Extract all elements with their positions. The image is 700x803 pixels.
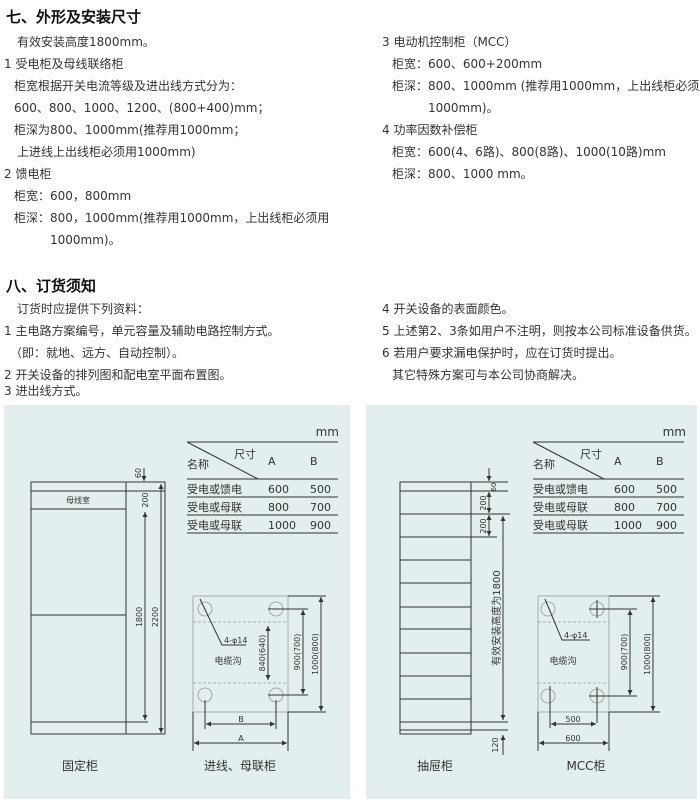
- section-7-title: 七、外形及安装尺寸: [6, 8, 142, 26]
- text-line: 3 电动机控制柜（MCC）: [382, 35, 517, 49]
- dim-label: 840(640): [258, 635, 267, 672]
- header-a: A: [614, 455, 622, 468]
- section-8-title: 八、订货须知: [6, 277, 97, 295]
- dim-label: 900(700): [620, 634, 629, 671]
- unit-label: mm: [663, 425, 686, 439]
- table-cell: 受电或馈电: [187, 483, 242, 496]
- dimension-table-left: mm 尺寸 名称 A B 受电或馈电 600 500 受电或母联 800 700…: [186, 425, 339, 534]
- busbar-room-label: 母线室: [66, 495, 90, 505]
- table-cell: 600: [614, 483, 635, 496]
- table-cell: 500: [656, 483, 677, 496]
- text-line: 1000mm)。: [428, 101, 499, 115]
- text-line: 5 上述第2、3条如用户不注明，则按本公司标准设备供货。: [382, 324, 697, 338]
- table-cell: 800: [614, 501, 635, 514]
- dim-label: 200: [479, 518, 488, 533]
- incoming-cabinet-plan: 4-φ14 电缆沟 840(640) 900(700) 1000(800) B …: [192, 595, 326, 773]
- text-line: （即：就地、远方、自动控制）。: [10, 346, 185, 360]
- text-line: 6 若用户要求漏电保护时，应在订货时提出。: [382, 346, 622, 360]
- text-line: 柜深为800、1000mm(推荐用1000mm；: [14, 123, 246, 137]
- header-size: 尺寸: [234, 447, 256, 461]
- drawer-cabinet-drawing: 60 200 200 有效安装高度为1800 120 抽屉柜: [399, 468, 510, 773]
- table-cell: 受电或母联: [533, 501, 588, 514]
- drawing-panel-left: [4, 405, 350, 799]
- mcc-plan-caption: MCC柜: [566, 759, 605, 773]
- dim-label: 120: [491, 737, 500, 752]
- dim-label: A: [238, 734, 244, 743]
- table-cell: 受电或母联: [187, 519, 242, 532]
- text-line: 上进线上出线柜必须用1000mm): [17, 145, 196, 159]
- table-cell: 900: [310, 519, 331, 532]
- table-cell: 受电或母联: [533, 519, 588, 532]
- text-line: 1 受电柜及母线联络柜: [4, 57, 124, 71]
- table-cell: 700: [656, 501, 677, 514]
- mcc-cabinet-plan: 4-φ14 电缆沟 900(700) 1000(800) 500 600 MCC…: [537, 595, 660, 773]
- header-name: 名称: [533, 457, 555, 471]
- text-line: 柜宽根据开关电流等级及进出线方式分为：: [14, 79, 243, 93]
- header-name: 名称: [187, 457, 209, 471]
- table-cell: 受电或馈电: [533, 483, 588, 496]
- text-line: 柜深：800、1000mm (推荐用1000mm，上出线柜必须用: [392, 79, 700, 93]
- dim-label: 2200: [151, 607, 160, 627]
- table-cell: 受电或母联: [187, 501, 242, 514]
- text-line: 4 功率因数补偿柜: [382, 123, 478, 137]
- header-a: A: [268, 455, 276, 468]
- table-cell: 1000: [268, 519, 296, 532]
- effective-height-label: 有效安装高度为1800: [490, 570, 503, 665]
- dim-label: 1800: [135, 607, 144, 627]
- text-line: 3 进出线方式。: [4, 384, 88, 398]
- table-cell: 1000: [614, 519, 642, 532]
- table-cell: 800: [268, 501, 289, 514]
- table-cell: 900: [656, 519, 677, 532]
- trench-label: 电缆沟: [214, 655, 241, 667]
- drawing-panel-right: [366, 405, 697, 799]
- dim-label: 1000(800): [643, 633, 652, 675]
- header-b: B: [310, 455, 318, 468]
- text-line: 柜宽：600(4、6路)、800(8路)、1000(10路)mm: [392, 145, 666, 159]
- unit-label: mm: [316, 425, 339, 439]
- text-line: 1000mm)。: [50, 233, 121, 247]
- text-line: 柜深：800、1000 mm。: [392, 167, 533, 181]
- holes-label: 4-φ14: [564, 631, 587, 640]
- table-cell: 600: [268, 483, 289, 496]
- table-cell: 500: [310, 483, 331, 496]
- dim-label: 500: [565, 715, 580, 724]
- dim-label: 200: [141, 492, 150, 507]
- table-cell: 700: [310, 501, 331, 514]
- text-line: 柜宽：600，800mm: [14, 189, 132, 203]
- dim-label: 900(700): [293, 634, 302, 671]
- header-b: B: [656, 455, 664, 468]
- text-line: 600、800、1000、1200、(800+400)mm；: [14, 101, 270, 115]
- incoming-plan-caption: 进线、母联柜: [204, 759, 276, 773]
- text-line: 柜宽：600、600+200mm: [392, 57, 543, 71]
- holes-label: 4-φ14: [224, 636, 247, 645]
- text-line: 柜深：800，1000mm(推荐用1000mm，上出线柜必须用: [14, 211, 330, 225]
- dim-label: 60: [134, 468, 143, 478]
- dim-label: 200: [479, 495, 488, 510]
- dim-label: B: [238, 715, 244, 724]
- header-size: 尺寸: [580, 447, 602, 461]
- text-line: 1 主电路方案编号，单元容量及辅助电路控制方式。: [4, 324, 280, 338]
- fixed-cabinet-drawing: 母线室 60 200 1800 2200 固定柜: [30, 468, 166, 773]
- text-line: 其它特殊方案可与本公司协商解决。: [392, 368, 585, 382]
- drawer-cabinet-caption: 抽屉柜: [417, 759, 453, 773]
- dim-label: 60: [490, 483, 498, 492]
- dim-label: 1000(800): [311, 633, 320, 675]
- text-line: 订货时应提供下列资料：: [17, 302, 150, 316]
- text-line: 4 开关设备的表面颜色。: [382, 302, 514, 316]
- dimension-table-right: mm 尺寸 名称 A B 受电或馈电 600 500 受电或母联 800 700…: [532, 425, 686, 534]
- trench-label: 电缆沟: [549, 655, 576, 667]
- text-line: 2 馈电柜: [4, 167, 52, 181]
- text-line: 2 开关设备的排列图和配电室平面布置图。: [4, 368, 232, 382]
- fixed-cabinet-caption: 固定柜: [62, 758, 98, 773]
- text-line: 有效安装高度1800mm。: [17, 35, 155, 49]
- dim-label: 600: [565, 734, 580, 743]
